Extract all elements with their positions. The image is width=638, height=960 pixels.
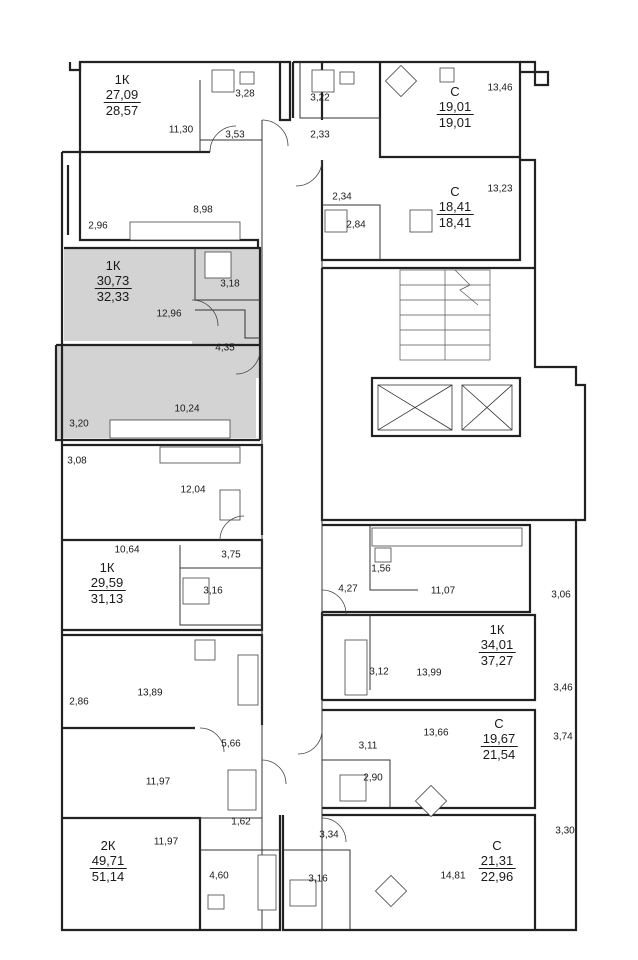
living-area: 21,31	[478, 853, 516, 869]
room-area: 3,20	[69, 418, 89, 430]
room-area: 3,12	[369, 666, 389, 678]
living-area: 27,09	[103, 87, 141, 103]
lift-shafts	[370, 376, 522, 438]
stairwell	[399, 269, 491, 361]
apartment-label: 1К 27,09 28,57	[103, 72, 141, 118]
room-area: 4,60	[209, 870, 229, 882]
living-area: 19,01	[436, 99, 474, 115]
room-area: 14,81	[440, 870, 466, 882]
room-area: 2,33	[310, 129, 330, 141]
room-area: 3,75	[221, 549, 241, 561]
room-area: 5,66	[221, 738, 241, 750]
apartment-type: 1К	[105, 258, 121, 273]
room-area: 1,56	[371, 563, 391, 575]
living-area: 18,41	[436, 199, 474, 215]
apartment-type: С	[450, 184, 460, 199]
total-area: 51,14	[91, 869, 125, 884]
apartment-label: 2К 49,71 51,14	[89, 838, 127, 884]
apartment-label: С 19,67 21,54	[480, 716, 518, 762]
room-area: 13,66	[423, 727, 449, 739]
room-area: 10,64	[114, 544, 140, 556]
apartment-type: С	[494, 716, 504, 731]
room-area: 3,22	[310, 92, 330, 104]
room-area: 1,62	[231, 816, 251, 828]
apartment-label: 1К 30,73 32,33	[94, 258, 132, 304]
room-area: 2,84	[346, 219, 366, 231]
room-area: 3,74	[553, 731, 573, 743]
room-area: 3,18	[220, 278, 240, 290]
room-area: 3,11	[358, 740, 378, 752]
apartment-label: С 18,41 18,41	[436, 184, 474, 230]
total-area: 28,57	[105, 103, 139, 118]
apartment-label: С 21,31 22,96	[478, 838, 516, 884]
doors	[191, 119, 347, 843]
total-area: 19,01	[438, 115, 472, 130]
room-area: 4,35	[215, 342, 235, 354]
living-area: 19,67	[480, 731, 518, 747]
room-area: 11,97	[145, 776, 171, 788]
room-area: 11,07	[430, 585, 456, 597]
room-area: 8,98	[193, 204, 213, 216]
room-area: 3,30	[555, 825, 575, 837]
room-area: 13,89	[137, 687, 163, 699]
fixtures	[109, 64, 523, 911]
total-area: 21,54	[482, 747, 516, 762]
apartment-type: 2К	[100, 838, 116, 853]
room-area: 13,99	[416, 667, 442, 679]
room-area: 11,30	[168, 124, 194, 136]
total-area: 18,41	[438, 215, 472, 230]
living-area: 29,59	[88, 575, 126, 591]
apartment-label: 1К 34,01 37,27	[478, 622, 516, 668]
room-area: 2,96	[88, 220, 108, 232]
room-area: 3,08	[67, 455, 87, 467]
room-area: 3,06	[551, 589, 571, 601]
room-area: 3,53	[225, 129, 245, 141]
living-area: 49,71	[89, 853, 127, 869]
apartment-type: С	[450, 84, 460, 99]
living-area: 30,73	[94, 273, 132, 289]
corridor-lines	[261, 120, 323, 930]
apartment-label: 1К 29,59 31,13	[88, 560, 126, 606]
room-area: 13,23	[487, 183, 513, 195]
total-area: 31,13	[90, 591, 124, 606]
room-area: 11,97	[153, 836, 179, 848]
room-area: 3,16	[308, 873, 328, 885]
room-area: 3,16	[203, 585, 223, 597]
apartment-label: С 19,01 19,01	[436, 84, 474, 130]
room-area: 2,86	[69, 696, 89, 708]
total-area: 22,96	[480, 869, 514, 884]
room-area: 12,04	[180, 484, 206, 496]
total-area: 37,27	[480, 653, 514, 668]
apartment-type: С	[492, 838, 502, 853]
room-area: 2,34	[332, 191, 352, 203]
room-area: 4,27	[338, 583, 358, 595]
apartment-type: 1К	[114, 72, 130, 87]
total-area: 32,33	[96, 289, 130, 304]
room-area: 3,28	[235, 88, 255, 100]
apartment-type: 1К	[489, 622, 505, 637]
apartment-type: 1К	[99, 560, 115, 575]
room-area: 13,46	[487, 82, 513, 94]
living-area: 34,01	[478, 637, 516, 653]
room-area: 3,34	[319, 829, 339, 841]
room-area: 12,96	[156, 308, 182, 320]
room-area: 2,90	[363, 772, 383, 784]
room-area: 10,24	[174, 403, 200, 415]
room-area: 3,46	[553, 682, 573, 694]
